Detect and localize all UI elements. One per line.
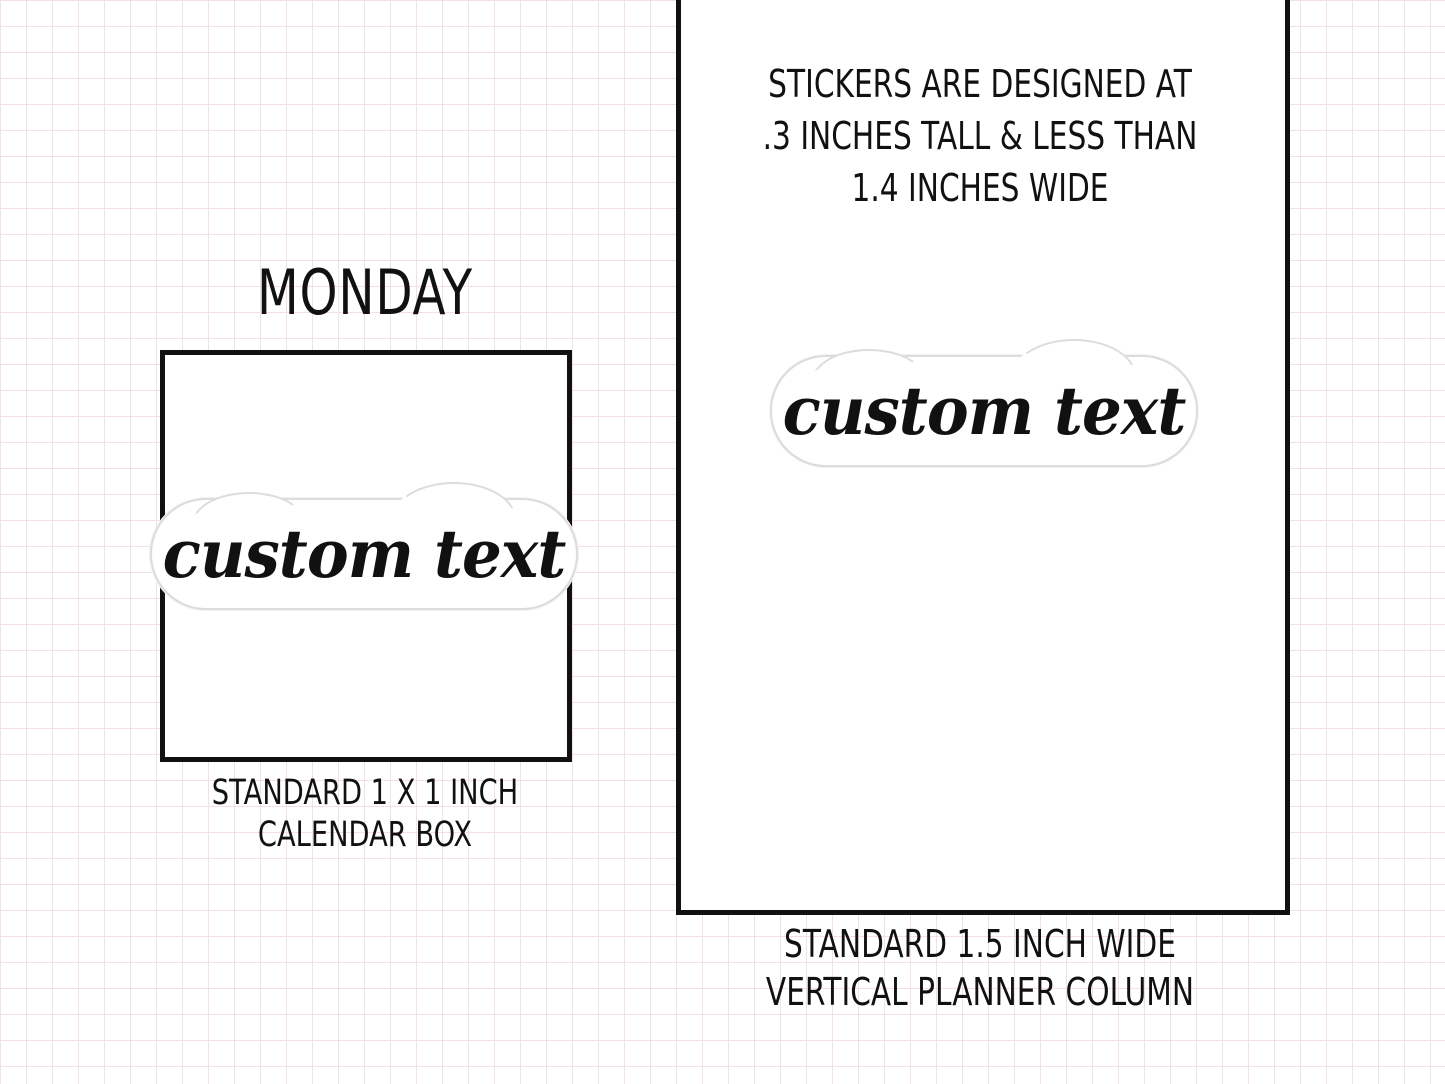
- sticker-size-note: STICKERS ARE DESIGNED AT .3 INCHES TALL …: [754, 58, 1206, 214]
- sticker-column-text: custom text: [782, 372, 1187, 450]
- note-line1: STICKERS ARE DESIGNED AT: [768, 62, 1192, 106]
- sticker-calendar-text: custom text: [162, 515, 567, 593]
- column-caption-line2: VERTICAL PLANNER COLUMN: [765, 970, 1195, 1014]
- day-title-text: MONDAY: [257, 256, 473, 329]
- calendar-caption-line2: CALENDAR BOX: [257, 815, 473, 855]
- note-line3: 1.4 INCHES WIDE: [851, 166, 1109, 210]
- sticker-column: custom text: [770, 339, 1198, 467]
- sticker-calendar-fill: [172, 508, 556, 600]
- column-caption-line1: STANDARD 1.5 INCH WIDE: [784, 922, 1176, 966]
- sticker-column-fill: [792, 365, 1176, 457]
- calendar-caption-line1: STANDARD 1 X 1 INCH: [211, 773, 519, 813]
- sticker-calendar: custom text: [150, 482, 578, 610]
- day-title: MONDAY: [205, 255, 525, 331]
- note-line2: .3 INCHES TALL & LESS THAN: [762, 114, 1198, 158]
- calendar-box-caption: STANDARD 1 X 1 INCH CALENDAR BOX: [205, 772, 525, 856]
- planner-column-caption: STANDARD 1.5 INCH WIDE VERTICAL PLANNER …: [754, 920, 1206, 1016]
